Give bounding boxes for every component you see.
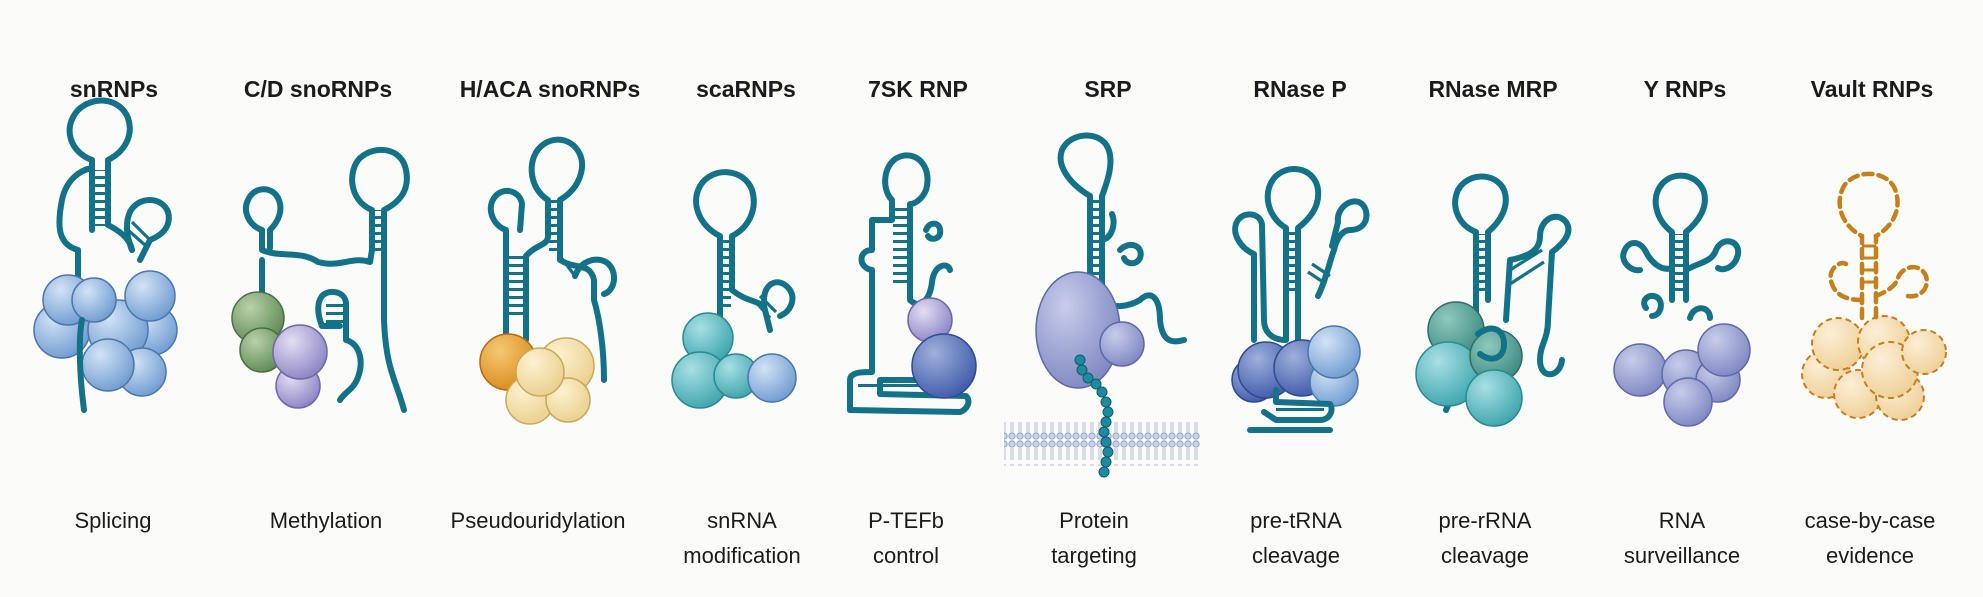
srp-with-membrane-and-nascent-peptide-icon (1004, 132, 1200, 478)
function-rnase-p-line1: pre-tRNA (1250, 508, 1342, 533)
function-srp-line1: Protein (1059, 508, 1129, 533)
rnase-p-rna-protein-complex-icon (1231, 165, 1370, 433)
function-haca-snornps: Pseudouridylation (451, 508, 626, 533)
7sk-rnp-rna-protein-complex-icon (847, 152, 977, 415)
y-rnp-rna-protein-complex-icon (1613, 172, 1751, 427)
title-vault-rnps: Vault RNPs (1811, 76, 1934, 102)
title-y-rnps: Y RNPs (1644, 76, 1727, 102)
title-scarnps: scaRNPs (696, 76, 796, 102)
function-y-rnps-line1: RNA (1659, 508, 1706, 533)
nascent-peptide-chain-icon (1074, 354, 1114, 478)
function-vault-line1: case-by-case (1805, 508, 1936, 533)
title-rnase-p: RNase P (1253, 76, 1346, 102)
vault-rnp-dashed-outline-icon (1801, 171, 1947, 421)
cd-snornp-rna-protein-complex-icon (231, 147, 410, 413)
title-7sk-rnp: 7SK RNP (868, 76, 968, 102)
function-vault-line2: evidence (1826, 543, 1914, 568)
title-snrnps: snRNPs (70, 76, 158, 102)
function-cd-snornps: Methylation (270, 508, 383, 533)
snrnp-rna-protein-complex-icon (33, 97, 178, 413)
function-7sk-line2: control (873, 543, 939, 568)
title-rnase-mrp: RNase MRP (1428, 76, 1557, 102)
panel-titles: snRNPs C/D snoRNPs H/ACA snoRNPs scaRNPs… (70, 76, 1933, 102)
function-rnase-mrp-line1: pre-rRNA (1439, 508, 1532, 533)
scarnp-rna-protein-complex-icon (671, 169, 797, 409)
function-snrnps: Splicing (74, 508, 151, 533)
function-7sk-line1: P-TEFb (868, 508, 944, 533)
function-scarnps-line2: modification (683, 543, 800, 568)
function-rnase-p-line2: cleavage (1252, 543, 1340, 568)
function-labels: Splicing Methylation Pseudouridylation s… (74, 508, 1935, 568)
function-srp-line2: targeting (1051, 543, 1137, 568)
function-rnase-mrp-line2: cleavage (1441, 543, 1529, 568)
rnase-mrp-rna-protein-complex-icon (1415, 173, 1572, 427)
title-srp: SRP (1084, 76, 1131, 102)
function-scarnps-line1: snRNA (707, 508, 777, 533)
title-haca-snornps: H/ACA snoRNPs (460, 76, 641, 102)
title-cd-snornps: C/D snoRNPs (244, 76, 392, 102)
haca-snornp-rna-protein-complex-icon (479, 136, 617, 425)
function-y-rnps-line2: surveillance (1624, 543, 1740, 568)
